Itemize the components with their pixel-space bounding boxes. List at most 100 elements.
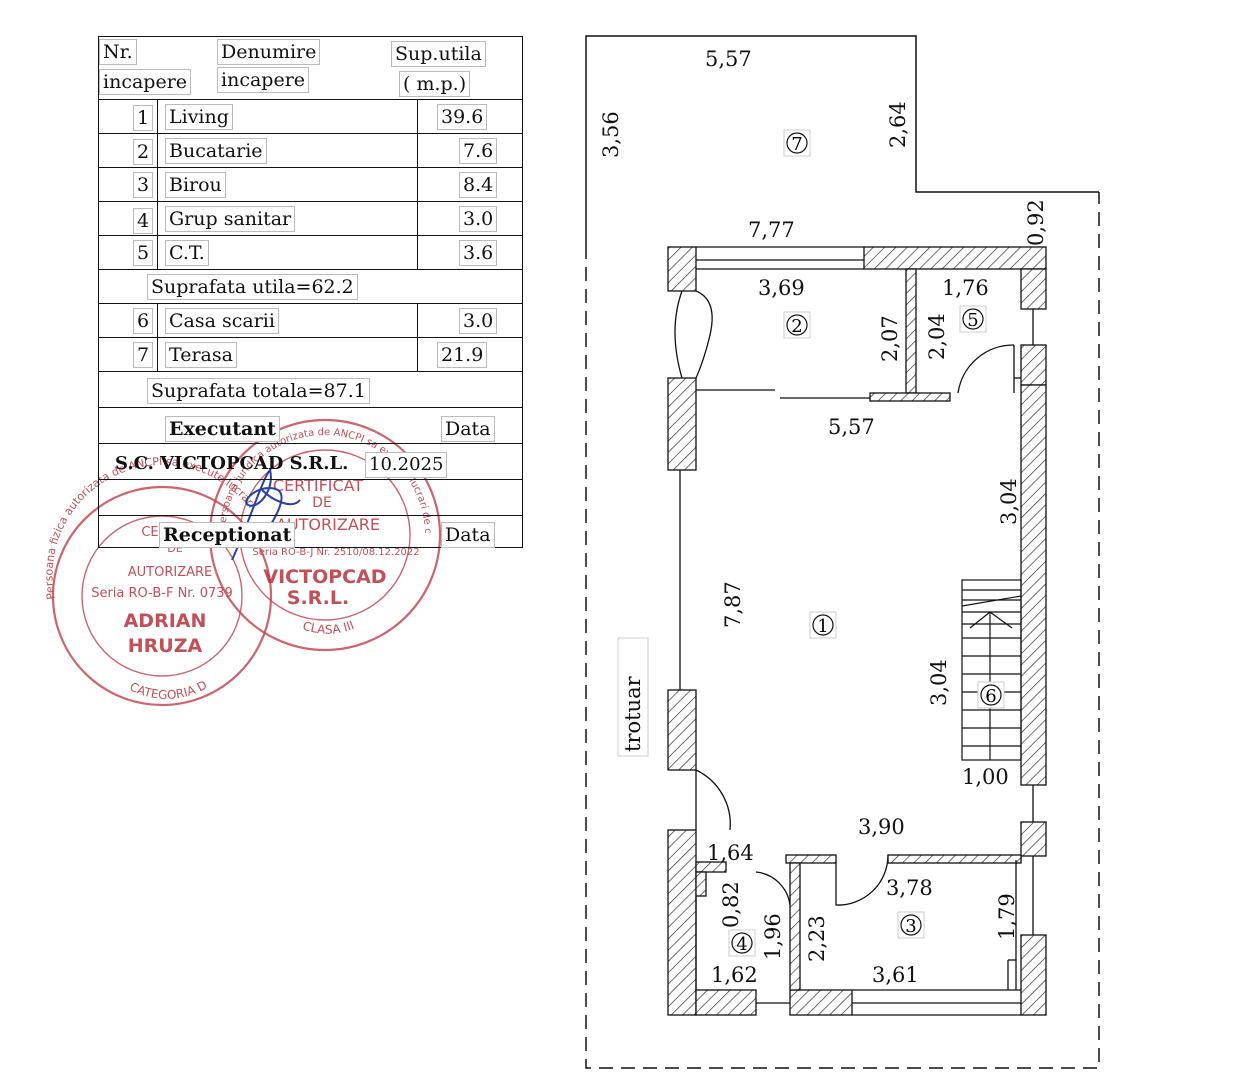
svg-text:CLASA III: CLASA III xyxy=(301,618,356,637)
room-area: 7.6 xyxy=(459,138,498,164)
dim-office-left: 2,23 xyxy=(805,915,829,962)
dim-terrace-height: 3,56 xyxy=(599,111,623,158)
svg-text:trotuar: trotuar xyxy=(621,675,645,752)
room-number-7: 7 xyxy=(783,129,811,157)
svg-text:5: 5 xyxy=(967,310,978,331)
dim-living-width: 5,57 xyxy=(828,415,875,439)
col-divider-2 xyxy=(417,99,418,269)
dim-bath-bottom: 1,62 xyxy=(711,963,758,987)
sidewalk-label: trotuar xyxy=(617,637,649,757)
header-nr-line2: incapere xyxy=(99,69,192,95)
terrace-outline xyxy=(585,35,1099,245)
svg-text:CERTIFICAT: CERTIFICAT xyxy=(273,476,364,495)
room-area: 3.6 xyxy=(459,240,498,266)
dim-bath-left: 0,82 xyxy=(719,881,743,928)
doors xyxy=(674,290,1015,906)
table-row: 2 Bucatarie 7.6 xyxy=(99,133,522,167)
svg-text:Seria RO-B-J Nr. 2510/08.12.20: Seria RO-B-J Nr. 2510/08.12.2022 xyxy=(252,547,419,558)
header-name-line2: incapere xyxy=(217,67,310,93)
receptionat-label: Receptionat xyxy=(159,522,296,548)
table-row: 5 C.T. 3.6 xyxy=(99,235,522,269)
executant-date-label: Data xyxy=(441,416,495,442)
dim-office-bottom: 3,61 xyxy=(872,963,919,987)
rooms-table: Nr. incapere Denumire incapere Sup.utila… xyxy=(98,36,523,548)
room-nr: 6 xyxy=(133,308,154,334)
room-nr: 4 xyxy=(133,208,154,234)
room-name: Grup sanitar xyxy=(165,206,296,232)
room-name: C.T. xyxy=(165,240,209,266)
room-number-1: 1 xyxy=(809,611,837,639)
room-area: 21.9 xyxy=(437,342,488,368)
room-number-5: 5 xyxy=(959,305,987,333)
room-name: Birou xyxy=(165,172,226,198)
header-nr-line1: Nr. xyxy=(99,39,137,65)
signature xyxy=(231,467,301,561)
receptionat-date-label: Data xyxy=(441,522,495,548)
grand-total: Suprafata totala=87.1 xyxy=(147,378,370,404)
room-name: Casa scarii xyxy=(165,308,279,334)
dim-kitchen-width: 3,69 xyxy=(758,276,805,300)
dim-ct-height: 2,04 xyxy=(925,313,949,360)
useful-total-row: Suprafata utila=62.2 xyxy=(99,269,522,303)
header-area-line2: ( m.p.) xyxy=(399,71,471,97)
dim-terrace-width: 5,57 xyxy=(705,47,752,71)
room-area: 39.6 xyxy=(437,104,488,130)
svg-text:4: 4 xyxy=(736,934,747,955)
svg-text:6: 6 xyxy=(985,686,996,707)
header-area-line1: Sup.utila xyxy=(391,41,486,67)
svg-text:DE: DE xyxy=(312,495,332,511)
svg-text:ADRIAN: ADRIAN xyxy=(124,610,207,632)
dim-stair-length: 3,04 xyxy=(927,659,951,706)
svg-text:AUTORIZARE: AUTORIZARE xyxy=(128,565,213,580)
interior-walls xyxy=(695,268,1022,991)
table-row: 4 Grup sanitar 3.0 xyxy=(99,201,522,235)
dim-house-width: 7,77 xyxy=(748,218,795,242)
dim-kitchen-height: 2,07 xyxy=(878,315,902,362)
room-number-2: 2 xyxy=(783,311,811,339)
exterior-walls xyxy=(667,246,1047,1016)
room-nr: 7 xyxy=(133,342,154,368)
room-area: 3.0 xyxy=(459,206,498,232)
room-nr: 5 xyxy=(133,240,154,266)
dim-office-width: 3,78 xyxy=(886,876,933,900)
svg-text:1: 1 xyxy=(817,616,828,637)
room-name: Living xyxy=(165,104,233,130)
room-area: 8.4 xyxy=(459,172,498,198)
svg-text:AUTORIZARE: AUTORIZARE xyxy=(276,515,380,534)
dim-ct-width: 1,76 xyxy=(942,276,989,300)
room-number-4: 4 xyxy=(728,929,756,957)
dim-stair-width: 1,00 xyxy=(962,765,1009,789)
dim-office-height: 1,79 xyxy=(995,893,1019,940)
room-name: Bucatarie xyxy=(165,138,267,164)
executant-label: Executant xyxy=(165,416,280,442)
executant-date: 10.2025 xyxy=(365,452,448,478)
room-nr: 3 xyxy=(133,172,154,198)
stair xyxy=(961,579,1022,761)
receptionat-row: Receptionat Data xyxy=(99,515,522,549)
sidewalk-boundary xyxy=(585,192,1100,1069)
svg-text:7: 7 xyxy=(791,134,802,155)
table-row: 1 Living 39.6 xyxy=(99,99,522,133)
executant-header-row: Executant Data xyxy=(99,407,522,443)
grand-total-row: Suprafata totala=87.1 xyxy=(99,371,522,407)
table-row: 6 Casa scarii 3.0 xyxy=(99,303,522,337)
executant-name: S.C. VICTOPCAD S.R.L. xyxy=(115,453,349,474)
dim-offset: 0,92 xyxy=(1024,199,1048,246)
col-divider-1 xyxy=(157,99,158,269)
table-header: Nr. incapere Denumire incapere Sup.utila… xyxy=(99,37,522,99)
useful-total: Suprafata utila=62.2 xyxy=(147,274,358,300)
dim-bath-top: 1,64 xyxy=(707,841,754,865)
svg-text:Seria RO-B-F Nr. 0739: Seria RO-B-F Nr. 0739 xyxy=(91,586,233,601)
svg-text:HRUZA: HRUZA xyxy=(128,635,203,657)
dim-terrace-right: 2,64 xyxy=(886,101,910,148)
svg-text:VICTOPCAD: VICTOPCAD xyxy=(263,566,386,588)
table-row: 7 Terasa 21.9 xyxy=(99,337,522,371)
table-row: 3 Birou 8.4 xyxy=(99,167,522,201)
room-nr: 2 xyxy=(133,139,154,165)
wall-lines xyxy=(679,246,1034,1016)
room-number-3: 3 xyxy=(897,911,925,939)
executant-row: S.C. VICTOPCAD S.R.L. 10.2025 xyxy=(99,443,522,479)
dim-bath-right: 1,96 xyxy=(761,913,785,960)
svg-text:3: 3 xyxy=(905,916,916,937)
